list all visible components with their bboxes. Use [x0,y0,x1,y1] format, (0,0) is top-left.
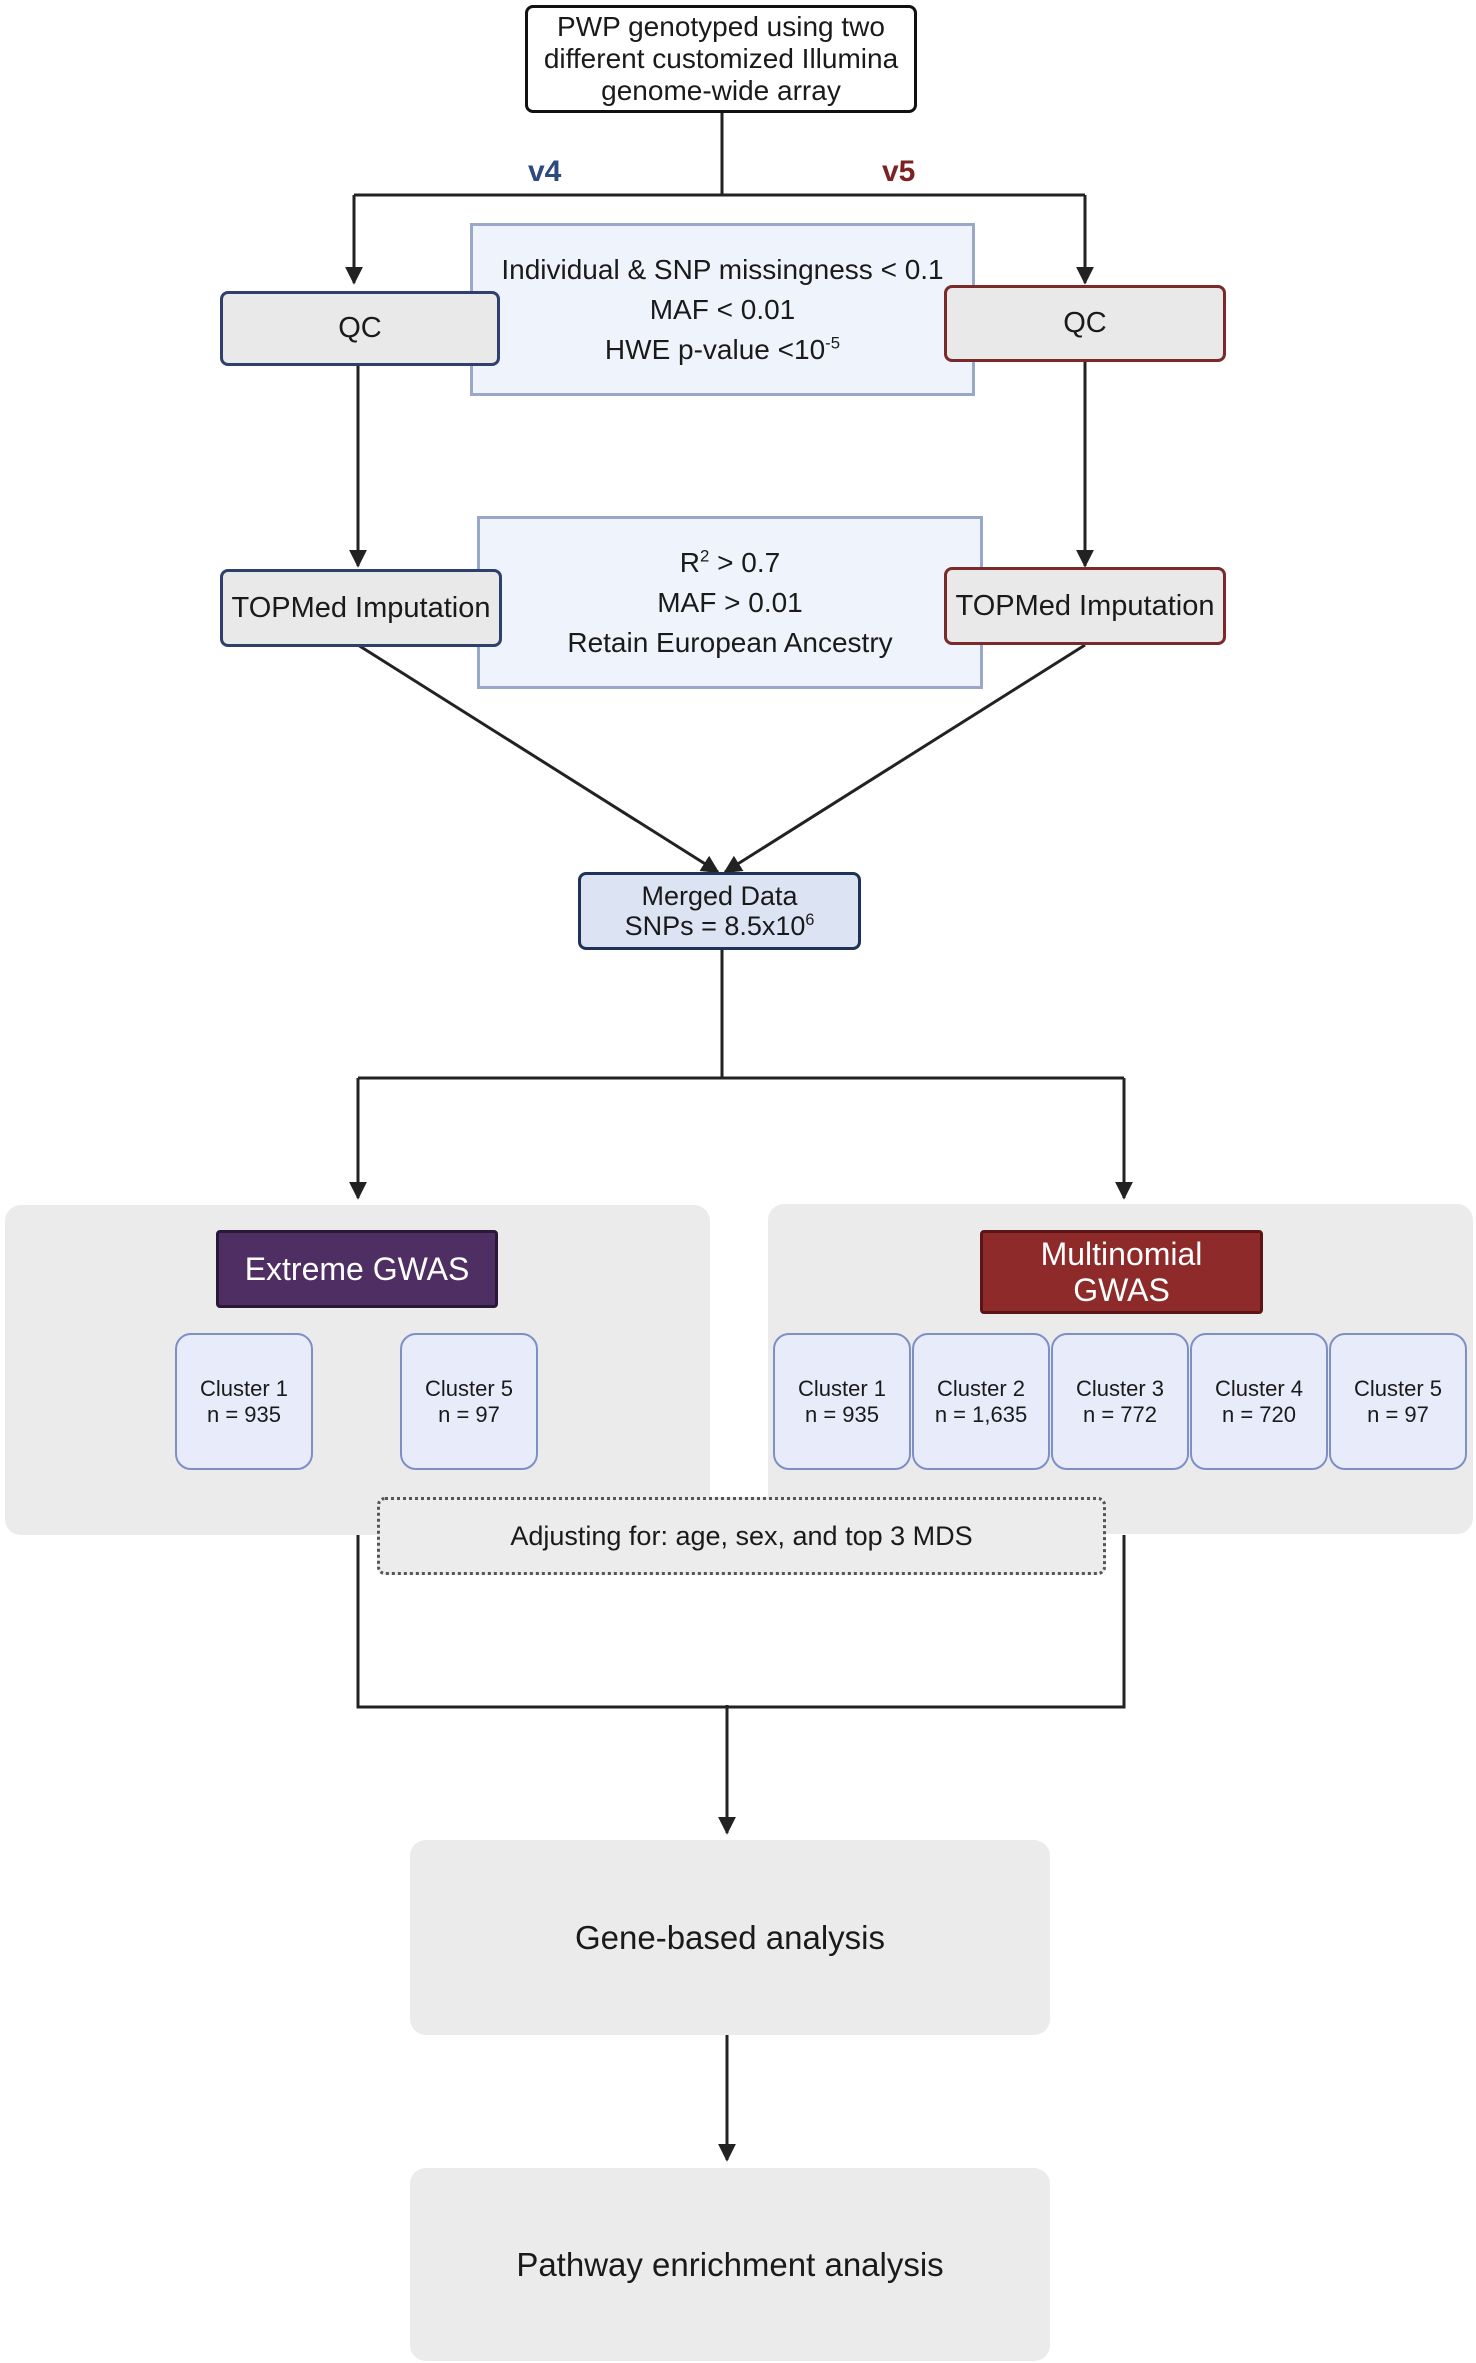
version-v4-label: v4 [528,155,562,188]
top-line-2: different customized Illumina [543,43,899,74]
merged-data-box: Merged Data SNPs = 8.5x106 [578,872,861,950]
cluster-name: Cluster 1 [797,1375,887,1401]
arrow-imputation-right-to-merged [723,643,1086,874]
multinomial-gwas-title: Multinomial GWAS [980,1230,1263,1314]
pwp-genotyped-box: PWP genotyped using two different custom… [525,5,917,113]
multinomial-cluster-1: Cluster 1 n = 935 [773,1333,911,1470]
cluster-count: n = 935 [804,1401,879,1427]
multinomial-cluster-2: Cluster 2 n = 1,635 [912,1333,1050,1470]
version-v5-label: v5 [882,155,916,188]
cluster-name: Cluster 3 [1075,1375,1165,1401]
connector-top-split [354,113,1085,197]
top-line-3: genome-wide array [601,75,841,106]
cluster-count: n = 1,635 [934,1401,1028,1427]
qc-criteria-hwe: HWE p-value <10-5 [604,333,841,365]
extreme-cluster-5: Cluster 5 n = 97 [400,1333,538,1470]
qc-criteria-missingness: Individual & SNP missingness < 0.1 [501,253,944,285]
connector-merged-split [358,950,1124,1080]
qc-criteria-box: Individual & SNP missingness < 0.1 MAF <… [470,223,975,396]
cluster-count: n = 97 [438,1401,500,1427]
cluster-name: Cluster 5 [424,1375,514,1401]
cluster-count: n = 720 [1221,1401,1296,1427]
arrow-imputation-left-to-merged [357,643,720,874]
multinomial-cluster-3: Cluster 3 n = 772 [1051,1333,1189,1470]
multinomial-cluster-4: Cluster 4 n = 720 [1190,1333,1328,1470]
cluster-count: n = 935 [206,1401,281,1427]
imputation-criteria-r2: R2 > 0.7 [679,546,781,578]
topmed-imputation-box-v4: TOPMed Imputation [220,569,502,647]
multinomial-cluster-5: Cluster 5 n = 97 [1329,1333,1467,1470]
imputation-criteria-maf: MAF > 0.01 [657,586,803,618]
merged-data-title: Merged Data [641,881,798,911]
pathway-enrichment-analysis-box: Pathway enrichment analysis [410,2168,1050,2361]
cluster-name: Cluster 4 [1214,1375,1304,1401]
cluster-name: Cluster 5 [1353,1375,1443,1401]
cluster-count: n = 97 [1367,1401,1429,1427]
adjusting-covariates-box: Adjusting for: age, sex, and top 3 MDS [377,1497,1106,1575]
imputation-criteria-box: R2 > 0.7 MAF > 0.01 Retain European Ance… [477,516,983,689]
extreme-gwas-title: Extreme GWAS [216,1230,498,1308]
gene-based-analysis-box: Gene-based analysis [410,1840,1050,2035]
cluster-name: Cluster 1 [199,1375,289,1401]
qc-box-v5: QC [944,285,1226,362]
merged-data-snps: SNPs = 8.5x106 [624,911,815,941]
cluster-name: Cluster 2 [936,1375,1026,1401]
qc-criteria-maf: MAF < 0.01 [649,293,796,325]
imputation-criteria-ancestry: Retain European Ancestry [567,626,893,658]
connector-panels-join [356,1535,1126,1833]
extreme-cluster-1: Cluster 1 n = 935 [175,1333,313,1470]
topmed-imputation-box-v5: TOPMed Imputation [944,567,1226,645]
top-line-1: PWP genotyped using two [557,11,885,42]
cluster-count: n = 772 [1082,1401,1157,1427]
qc-box-v4: QC [220,291,500,366]
